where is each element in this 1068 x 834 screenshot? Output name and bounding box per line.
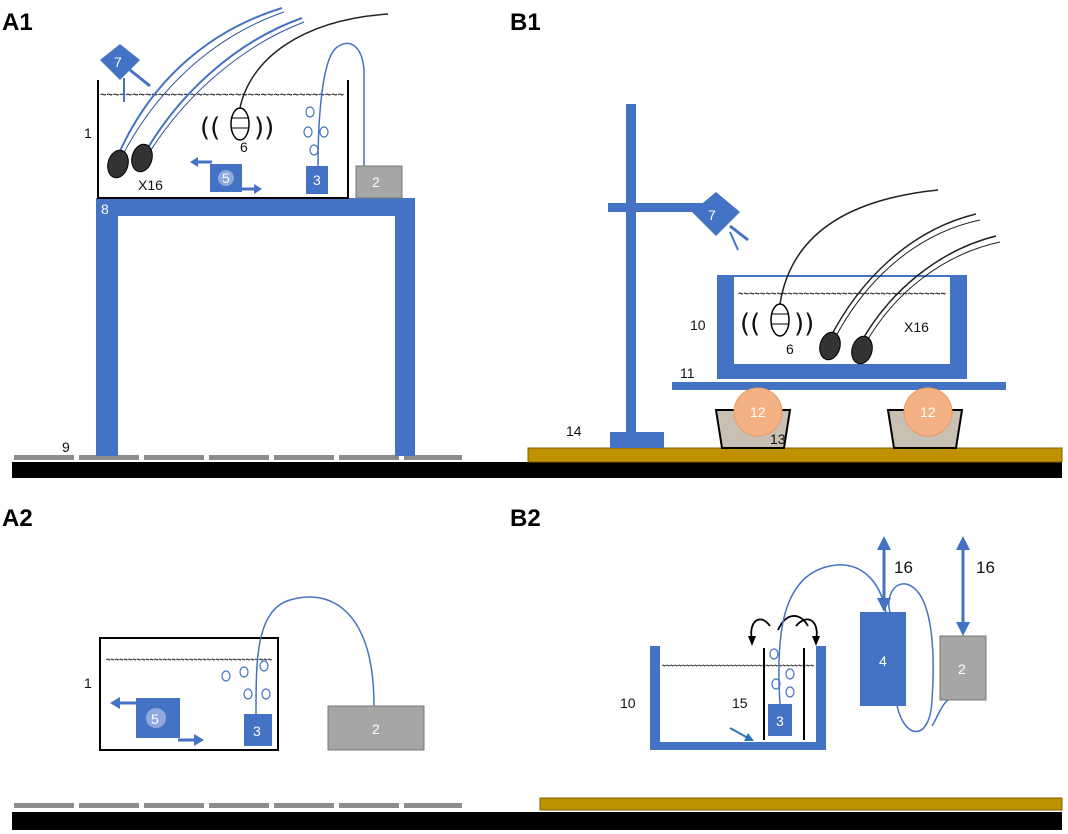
box-4: 4 (860, 612, 906, 706)
platform-b2 (539, 797, 1063, 811)
floor-bottom (12, 812, 1062, 830)
panel-label-a2: A2 (2, 505, 33, 532)
plate-11 (672, 382, 1006, 390)
ball-12-left: 12 (733, 387, 783, 437)
label-16-left: 16 (894, 558, 913, 577)
hydrophone-6-a1 (230, 107, 250, 141)
stand-14 (608, 104, 718, 448)
label-1-a2: 1 (84, 675, 92, 691)
sound-waves-left-b1: (( (740, 309, 760, 339)
label-5-a1: 5 (222, 170, 230, 186)
floor-a1 (12, 462, 530, 478)
water-surface-b2: ~~~~~~~~~~~~~~~~~~~~~~~~~~~~~~~~~~~~~~ (662, 658, 814, 674)
floor-tiles-a1 (14, 455, 462, 460)
floor-tiles-a2 (14, 803, 462, 808)
hydrophone-cable-a1 (239, 13, 389, 109)
label-x16-a1: X16 (138, 177, 163, 193)
camera-7-a1: 7 (100, 44, 151, 102)
label-10-b2: 10 (620, 695, 636, 711)
water-surface-a2: ~~~~~~~~~~~~~~~~~~~~~~~~~~~~~~~~~~~~~~ (106, 652, 272, 668)
label-12-right: 12 (920, 404, 936, 420)
panel-b2: 10 ~~~~~~~~~~~~~~~~~~~~~~~~~~~~~~~~~~~~~… (539, 536, 1063, 811)
label-2-b2: 2 (958, 661, 966, 677)
air-tube-4-to-2 (888, 583, 934, 733)
fish-5-a1: 5 (190, 157, 262, 194)
electrode-cables-b1 (829, 213, 1001, 347)
table-8 (96, 198, 415, 456)
air-stone-3-a1: 3 (306, 166, 328, 194)
panel-a1: 9 8 1 ~~~~~~~~~~~~~~~~~~~~~~~~~~~~~~~~~~… (12, 7, 530, 478)
label-10-b1: 10 (690, 317, 706, 333)
label-6-b1: 6 (786, 341, 794, 357)
label-7-b1: 7 (708, 207, 716, 223)
hydrophone-cable-b1 (779, 189, 939, 305)
label-2-a2: 2 (372, 721, 380, 737)
air-tube-a2 (255, 596, 375, 715)
label-11: 11 (680, 365, 695, 381)
platform-b1 (527, 447, 1063, 463)
label-6-a1: 6 (240, 139, 248, 155)
water-surface-b1: ~~~~~~~~~~~~~~~~~~~~~~~~~~~~~~~~~~~~~~ (738, 286, 946, 302)
label-14: 14 (566, 423, 582, 439)
electrode-cables-a1 (115, 7, 305, 161)
electrodes-b1 (819, 331, 873, 365)
panel-b1: 14 7 10 ~~~~~~~~~~~~~~~~~~~~~~~~~~~~~~~~… (527, 104, 1063, 478)
ball-12-right: 12 (903, 387, 953, 437)
label-7-a1: 7 (114, 54, 122, 70)
tank-1-a2 (99, 637, 279, 751)
label-1-a1: 1 (84, 125, 92, 141)
air-pump-2-a2: 2 (327, 705, 425, 751)
label-12-left: 12 (750, 404, 766, 420)
sound-waves-right-b1: )) (794, 309, 814, 339)
air-stone-3-a2: 3 (244, 714, 272, 746)
air-pump-2-b2: 2 (939, 635, 987, 701)
label-3-a1: 3 (313, 172, 321, 188)
bubbles-b2 (769, 648, 795, 698)
tank-10-b1 (717, 275, 967, 379)
label-15: 15 (732, 695, 748, 711)
flow-arrows-b2 (750, 615, 818, 641)
tank-1-a1 (97, 80, 349, 199)
air-tube-to-4 (778, 564, 887, 705)
label-13: 13 (770, 431, 786, 447)
label-3-a2: 3 (253, 723, 261, 739)
label-8: 8 (101, 201, 109, 217)
panel-label-a1: A1 (2, 9, 33, 36)
sound-waves-right-a1: )) (254, 113, 274, 143)
label-x16-b1: X16 (904, 319, 929, 335)
air-stone-3-b2: 3 (768, 704, 792, 736)
bubbles-a1 (303, 106, 329, 156)
pointer-arrow-b2 (729, 727, 754, 741)
flow-arrow-heads-b2 (748, 636, 820, 646)
water-surface-a1: ~~~~~~~~~~~~~~~~~~~~~~~~~~~~~~~~~~~~~~ (100, 87, 344, 103)
air-tube-to-2 (931, 699, 949, 727)
bubbles-a2 (221, 660, 271, 700)
electrodes-a1 (107, 143, 153, 179)
floor-b1 (528, 460, 1062, 478)
camera-7-b1: 7 (692, 192, 749, 251)
label-9: 9 (62, 439, 70, 455)
air-pump-2-a1: 2 (355, 165, 403, 199)
panel-label-b2: B2 (510, 505, 541, 532)
hydrophone-6-b1 (770, 303, 790, 337)
sound-waves-left-a1: (( (200, 113, 220, 143)
air-tube-a1 (317, 42, 365, 167)
height-arrow-16-left (877, 536, 891, 612)
tank-10-b2 (650, 646, 826, 750)
panel-a2: 1 ~~~~~~~~~~~~~~~~~~~~~~~~~~~~~~~~~~~~~~… (12, 596, 1062, 830)
height-arrow-16-right (956, 536, 970, 636)
label-4: 4 (879, 653, 887, 669)
label-3-b2: 3 (776, 713, 784, 729)
airlift-tube-15 (763, 648, 805, 740)
label-2-a1: 2 (372, 174, 380, 190)
label-5-a2: 5 (151, 711, 159, 727)
fish-5-a2: 5 (110, 697, 204, 746)
label-16-right: 16 (976, 558, 995, 577)
panel-label-b1: B1 (510, 9, 541, 36)
